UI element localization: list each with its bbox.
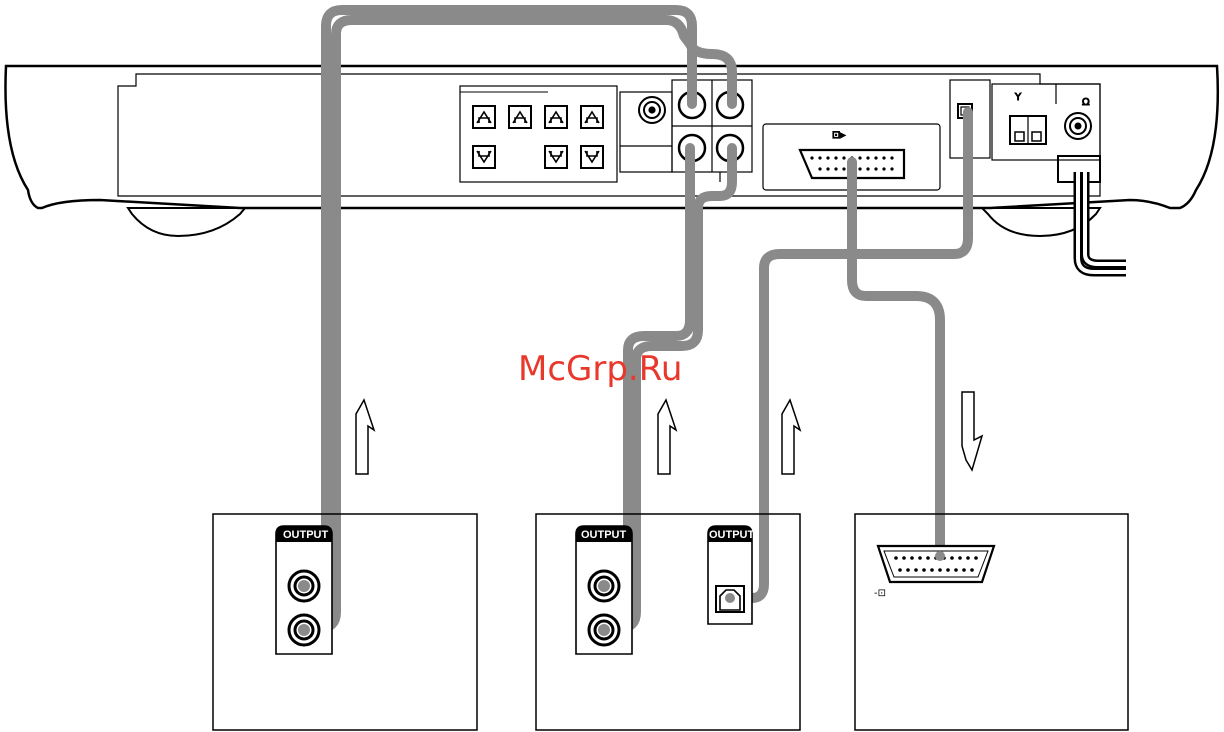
middle-device-optical-label: OUTPUT (709, 529, 755, 541)
antenna-symbol: Y (1014, 92, 1022, 103)
power-cord (1058, 156, 1126, 272)
rca-jack-block (672, 80, 752, 182)
coax-jack-block (620, 92, 672, 172)
arrow-2 (658, 400, 676, 474)
watermark: McGrp.Ru (518, 349, 682, 389)
scart-in-symbol: -⊡ (874, 588, 886, 599)
speaker-connectors (473, 106, 603, 168)
right-device: -⊡ (855, 514, 1128, 730)
speaker-connector (473, 106, 495, 128)
scart-out-symbol: ⊡▸ (832, 130, 845, 141)
speaker-connector (581, 146, 603, 168)
speaker-connector (545, 146, 567, 168)
arrow-4 (962, 392, 982, 470)
foot-left (128, 208, 245, 236)
speaker-connector (545, 106, 567, 128)
ohm-symbol: Ω (1082, 97, 1090, 108)
speaker-connector (509, 106, 531, 128)
speaker-connector (473, 146, 495, 168)
cables (304, 10, 968, 628)
main-unit-housing (5, 66, 1217, 208)
left-device: OUTPUT (213, 514, 477, 730)
left-device-body (213, 514, 477, 730)
arrow-1 (356, 400, 374, 474)
rear-panel (118, 74, 1100, 196)
arrow-3 (782, 400, 800, 474)
main-unit (5, 66, 1217, 236)
antenna-block: Y Ω (992, 84, 1100, 160)
middle-device-output-label: OUTPUT (581, 529, 627, 541)
left-device-output-label: OUTPUT (283, 529, 329, 541)
cable-scart (852, 162, 940, 556)
direction-arrows (356, 392, 982, 474)
speaker-connector (581, 106, 603, 128)
